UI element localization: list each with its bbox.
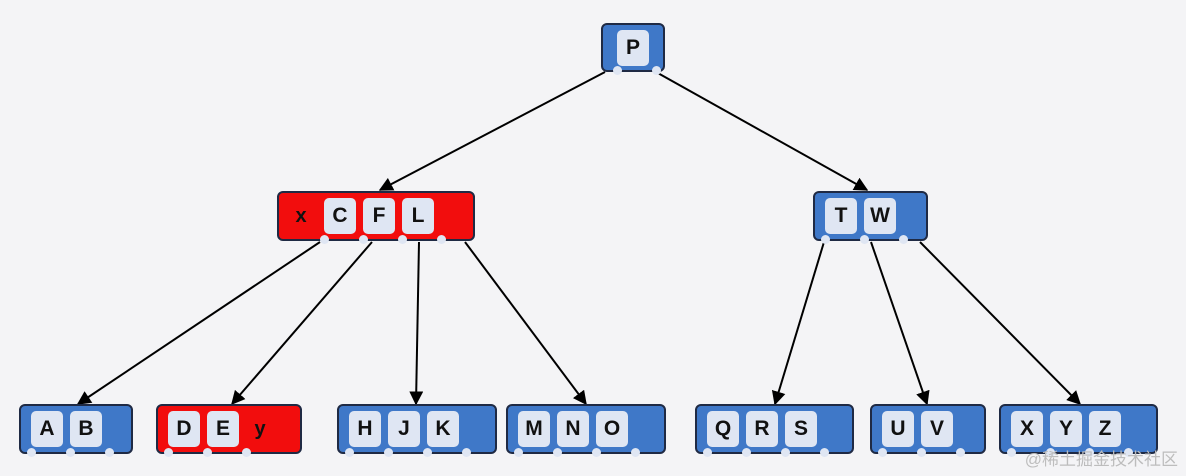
child-pointer-dot [592,448,601,457]
key-f: F [363,198,395,234]
key-j: J [388,411,420,447]
child-pointer-dot [423,448,432,457]
key-n: N [557,411,589,447]
edge-tw-qrs [771,241,825,406]
pointer-marker-y: y [254,417,266,440]
child-pointer-dot [553,448,562,457]
key-e: E [207,411,239,447]
child-pointer-dot [652,66,661,75]
edge-p-cfl [378,71,606,191]
child-pointer-dot [899,235,908,244]
key-z: Z [1089,411,1121,447]
child-pointer-dot [613,66,622,75]
key-q: Q [707,411,739,447]
key-s: S [785,411,817,447]
edge-cfl-hjk [409,241,424,406]
key-l: L [402,198,434,234]
key-r: R [746,411,778,447]
child-pointer-dot [514,448,523,457]
child-pointer-dot [1007,448,1016,457]
key-u: U [882,411,914,447]
child-pointer-dot [27,448,36,457]
child-pointer-dot [320,235,329,244]
child-pointer-dot [1124,448,1133,457]
key-b: B [70,411,102,447]
key-h: H [349,411,381,447]
edge-p-tw [655,71,869,191]
edge-tw-xyz [919,241,1081,405]
child-pointer-dot [242,448,251,457]
key-y: Y [1050,411,1082,447]
child-pointer-dot [462,448,471,457]
child-pointer-dot [703,448,712,457]
child-pointer-dot [345,448,354,457]
child-pointer-dot [398,235,407,244]
key-p: P [617,29,649,66]
child-pointer-dot [860,235,869,244]
key-x: X [1011,411,1043,447]
child-pointer-dot [878,448,887,457]
key-d: D [168,411,200,447]
child-pointer-dot [781,448,790,457]
key-c: C [324,198,356,234]
key-k: K [427,411,459,447]
pointer-marker-x: x [295,204,307,227]
child-pointer-dot [105,448,114,457]
child-pointer-dot [956,448,965,457]
key-a: A [31,411,63,447]
child-pointer-dot [820,448,829,457]
child-pointer-dot [384,448,393,457]
edge-tw-uv [870,241,930,406]
child-pointer-dot [631,448,640,457]
node-p: P [601,23,665,75]
edge-cfl-de [231,241,373,406]
key-v: V [921,411,953,447]
child-pointer-dot [917,448,926,457]
child-pointer-dot [164,448,173,457]
child-pointer-dot [742,448,751,457]
key-o: O [596,411,628,447]
watermark: @稀土掘金技术社区 [1024,450,1178,469]
child-pointer-dot [66,448,75,457]
child-pointer-dot [1085,448,1094,457]
edge-cfl-ab [76,241,321,405]
key-t: T [825,198,857,234]
child-pointer-dot [203,448,212,457]
key-m: M [518,411,550,447]
child-pointer-dot [821,235,830,244]
key-w: W [864,198,896,234]
child-pointer-dot [437,235,446,244]
child-pointer-dot [359,235,368,244]
edge-cfl-mno [464,241,587,406]
child-pointer-dot [1046,448,1055,457]
